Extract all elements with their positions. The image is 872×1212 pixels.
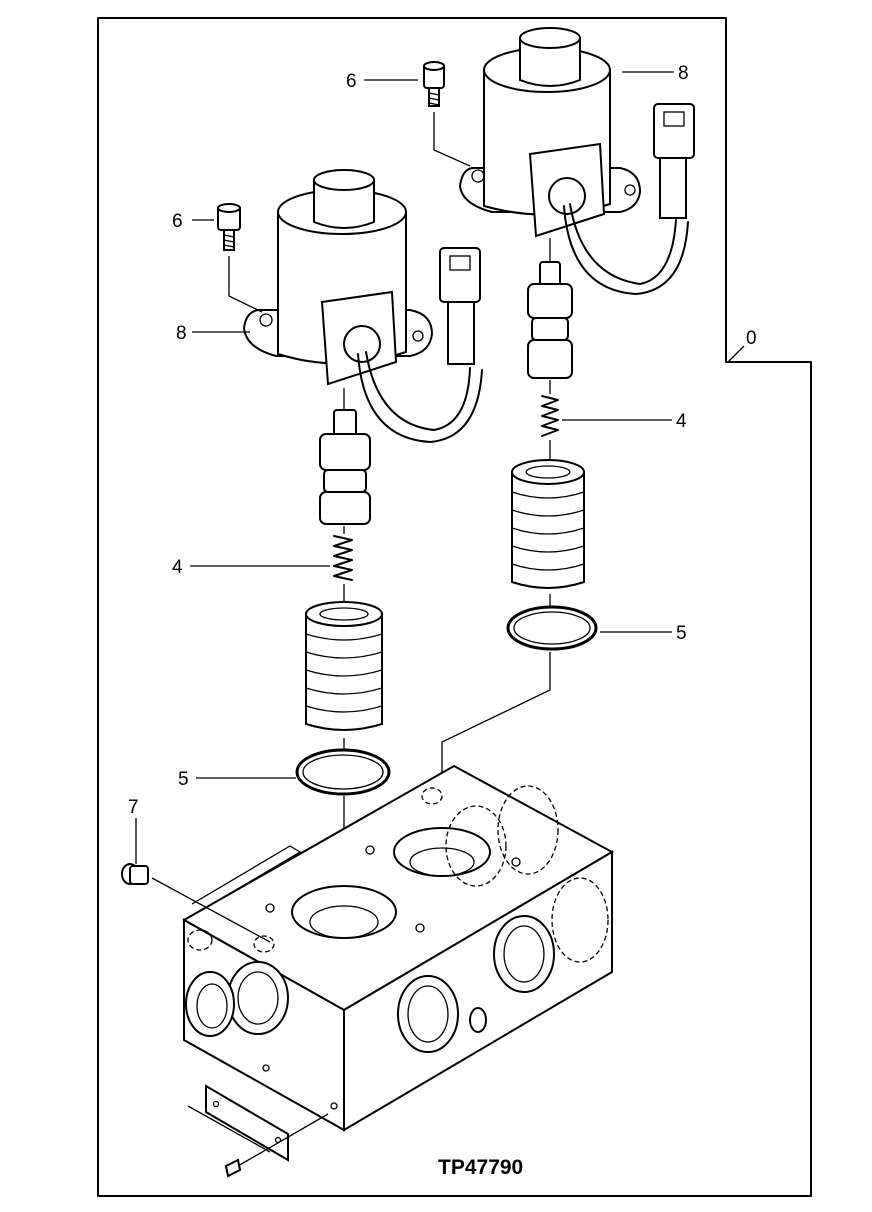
figure-id: TP47790 (438, 1156, 523, 1179)
callout-solenoid-left-8: 8 (176, 323, 187, 344)
drawing-frame (97, 17, 812, 1197)
spool-left (319, 409, 371, 525)
callout-seal-left-5: 5 (178, 769, 189, 790)
plug (121, 863, 271, 943)
screw-right (423, 61, 471, 167)
callout-screw-right-6: 6 (346, 71, 357, 92)
screw-left (217, 203, 263, 313)
name-plate (187, 1084, 329, 1178)
leader-lines (135, 71, 745, 864)
solenoid-left (242, 169, 483, 443)
sleeve-right (511, 459, 585, 589)
spool-right (527, 261, 573, 379)
callout-plug-7: 7 (128, 797, 139, 818)
spring-right (541, 395, 559, 437)
valve-body (181, 764, 615, 1132)
spring-left (333, 535, 353, 581)
assembly-axis-right (441, 238, 551, 860)
callout-spring-left-4: 4 (172, 557, 183, 578)
callout-solenoid-right-8: 8 (678, 63, 689, 84)
callout-frame-0: 0 (746, 328, 757, 349)
seal-right (506, 605, 598, 651)
callout-screw-left-6: 6 (172, 211, 183, 232)
sleeve-left (305, 601, 383, 731)
callout-seal-right-5: 5 (676, 623, 687, 644)
callout-spring-right-4: 4 (676, 411, 687, 432)
seal-left (295, 748, 391, 796)
solenoid-right (458, 27, 695, 295)
